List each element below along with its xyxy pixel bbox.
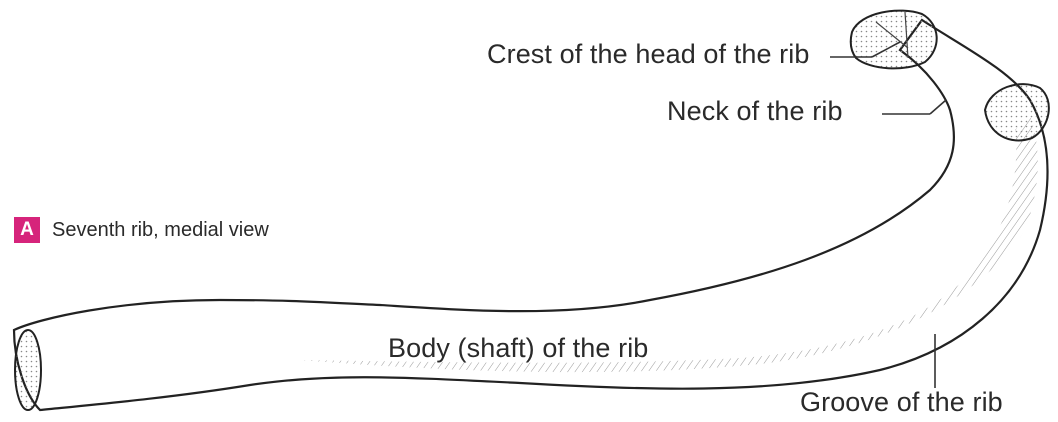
neck-leader-tail (930, 100, 946, 114)
label-crest-of-head: Crest of the head of the rib (487, 41, 810, 68)
rib-sternal-end (15, 330, 41, 410)
figure-caption: A Seventh rib, medial view (14, 217, 269, 243)
rib-head (851, 11, 937, 69)
label-groove: Groove of the rib (800, 389, 1003, 416)
panel-letter-badge: A (14, 217, 40, 243)
caption-text: Seventh rib, medial view (52, 219, 269, 242)
label-body-shaft: Body (shaft) of the rib (388, 335, 648, 362)
label-neck: Neck of the rib (667, 98, 843, 125)
